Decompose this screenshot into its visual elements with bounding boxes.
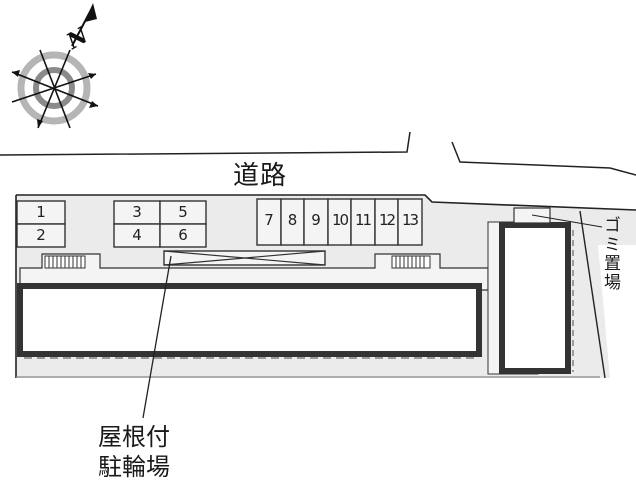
svg-text:N: N (61, 22, 93, 56)
bicycle-leader-line (142, 255, 172, 419)
parking-slot-6: 6 (178, 226, 188, 244)
parking-slot-8: 8 (287, 211, 298, 229)
parking-slot-11: 11 (354, 211, 372, 229)
entrance-steps-right (391, 255, 431, 269)
parking-slot-5: 5 (178, 203, 188, 221)
parking-slot-7: 7 (264, 211, 274, 229)
garbage-area-label: ゴミ置場 (600, 216, 620, 292)
parking-slot-1: 1 (36, 203, 46, 221)
parking-slot-4: 4 (132, 226, 142, 244)
covered-bicycle-parking-label: 屋根付 駐輪場 (98, 422, 170, 482)
road-label: 道路 (233, 161, 288, 191)
covered-bicycle-parking-area (163, 250, 326, 266)
bicycle-label-line2: 駐輪場 (98, 453, 170, 481)
lot-boundary-top (16, 194, 636, 211)
road-edge-right (451, 141, 636, 176)
parking-slot-3: 3 (132, 203, 142, 221)
parking-slot-13: 13 (401, 211, 419, 229)
parking-slot-12: 12 (378, 211, 396, 229)
entrance-steps-left (44, 255, 86, 269)
north-arrow-icon: N (61, 3, 97, 55)
parking-slot-9: 9 (311, 211, 321, 229)
lot-boundary-right (579, 210, 606, 379)
parking-slot-10: 10 (331, 211, 349, 229)
parking-slot-2: 2 (36, 226, 46, 244)
parking-slots (16, 198, 423, 248)
garbage-leader-line (531, 214, 603, 228)
road-edge-left (0, 131, 411, 156)
bicycle-label-line1: 屋根付 (98, 423, 170, 451)
building-side (499, 222, 571, 374)
compass-icon (11, 49, 99, 129)
building-main (17, 283, 482, 357)
